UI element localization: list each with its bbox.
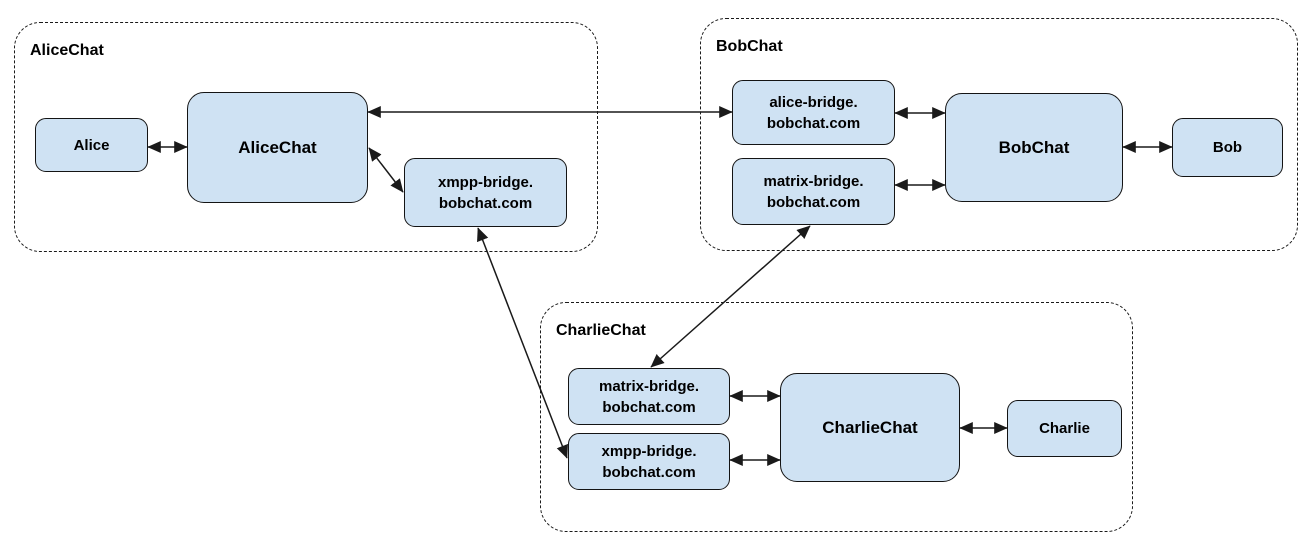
- node-charliechat-label: CharlieChat: [822, 418, 918, 437]
- node-alicechat-label: AliceChat: [238, 138, 317, 157]
- node-xmpp-bridge-charlie-label: bobchat.com: [602, 463, 696, 481]
- node-alice-bridge-bob: alice-bridge. bobchat.com: [732, 80, 895, 145]
- alicechat-group: AliceChat: [14, 22, 598, 252]
- node-matrix-bridge-bob: matrix-bridge. bobchat.com: [732, 158, 895, 225]
- node-charlie-label: Charlie: [1039, 420, 1090, 437]
- node-alice: Alice: [35, 118, 148, 172]
- node-charlie: Charlie: [1007, 400, 1122, 457]
- node-bob-label: Bob: [1212, 139, 1243, 156]
- node-alice-bridge-bob-label: alice-bridge.: [769, 93, 858, 111]
- node-matrix-bridge-bob-label: bobchat.com: [766, 193, 861, 211]
- bobchat-group: BobChat: [700, 18, 1298, 251]
- node-alice-bridge-bob-label: bobchat.com: [766, 114, 861, 132]
- node-xmpp-bridge-alice-label: xmpp-bridge.: [437, 173, 533, 191]
- charliechat-group-label: CharlieChat: [556, 322, 646, 339]
- node-bob: Bob: [1172, 118, 1283, 177]
- node-charliechat: CharlieChat: [780, 373, 960, 482]
- node-matrix-bridge-bob-label: matrix-bridge.: [763, 172, 864, 190]
- node-alice-label: Alice: [73, 136, 110, 154]
- bobchat-group-label: BobChat: [716, 38, 783, 55]
- node-matrix-bridge-charlie: matrix-bridge. bobchat.com: [568, 368, 730, 425]
- node-xmpp-bridge-charlie: xmpp-bridge. bobchat.com: [568, 433, 730, 490]
- node-bobchat: BobChat: [945, 93, 1123, 202]
- node-matrix-bridge-charlie-label: bobchat.com: [602, 398, 696, 416]
- node-xmpp-bridge-alice: xmpp-bridge. bobchat.com: [404, 158, 567, 227]
- node-alicechat: AliceChat: [187, 92, 368, 203]
- node-bobchat-label: BobChat: [998, 138, 1070, 157]
- node-xmpp-bridge-alice-label: bobchat.com: [438, 194, 533, 212]
- alicechat-group-label: AliceChat: [30, 42, 104, 59]
- node-matrix-bridge-charlie-label: matrix-bridge.: [598, 377, 700, 395]
- node-xmpp-bridge-charlie-label: xmpp-bridge.: [601, 442, 697, 460]
- charliechat-group: CharlieChat: [540, 302, 1133, 532]
